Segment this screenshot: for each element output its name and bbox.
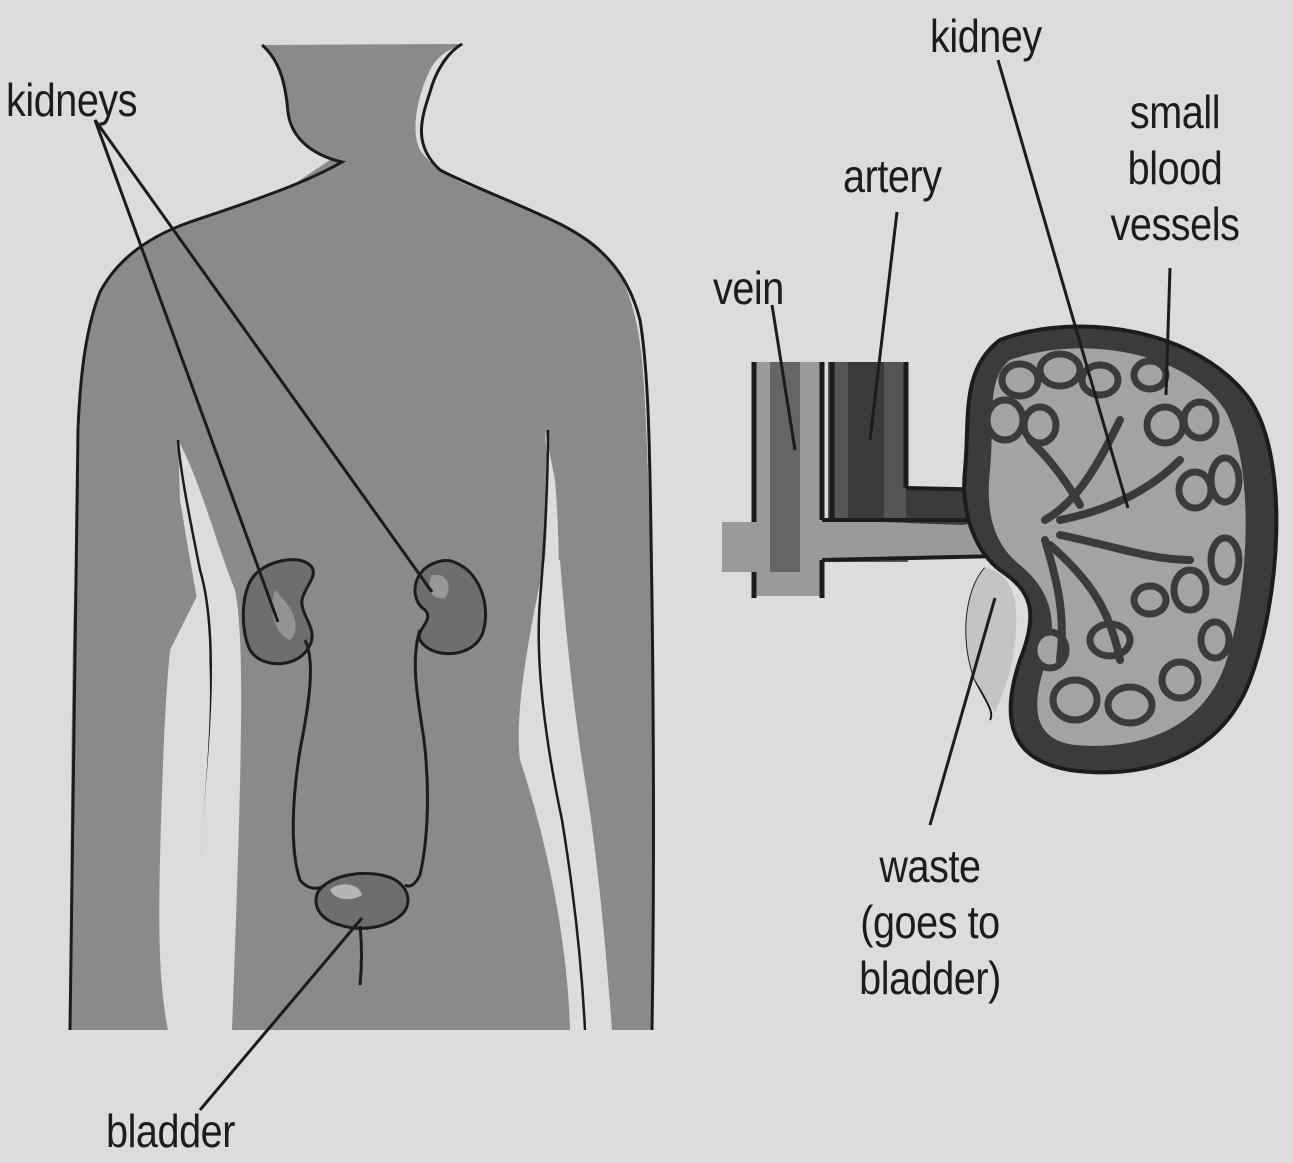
small-blood-vessels-label: small blood vessels <box>1106 84 1244 252</box>
waste-line-2: (goes to <box>844 894 1016 950</box>
artery-label: artery <box>843 148 942 204</box>
waste-ureter-fill <box>966 568 1016 712</box>
kidneys-label: kidneys <box>6 72 137 128</box>
small-blood-vessels-line-2: blood <box>1106 140 1244 196</box>
waste-leader <box>930 598 995 825</box>
vein-label: vein <box>713 260 784 316</box>
waste-line-3: bladder) <box>844 950 1016 1006</box>
torso-figure <box>70 44 654 1110</box>
small-blood-vessels-line-1: small <box>1106 84 1244 140</box>
waste-label: waste (goes to bladder) <box>844 838 1016 1006</box>
urethra <box>360 926 362 985</box>
small-blood-vessels-line-3: vessels <box>1106 196 1244 252</box>
vein-branch <box>722 522 762 572</box>
kidney-label: kidney <box>930 8 1042 64</box>
bladder-label: bladder <box>106 1103 235 1159</box>
waste-line-1: waste <box>844 838 1016 894</box>
